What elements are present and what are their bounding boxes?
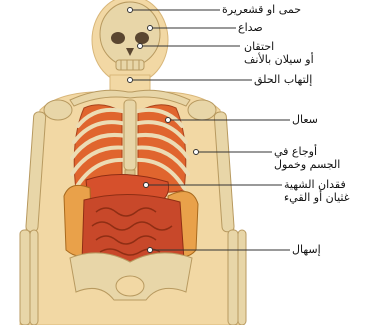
label-body-aches-line-1: أوجاع في [274,145,340,158]
label-cough-line: سعال [292,113,318,126]
label-diarrhea-line: إسهال [292,243,321,256]
label-appetite-nausea-line-2: غثيان أو القيء [284,191,350,204]
label-congestion-line-2: أو سيلان بالأنف [244,53,314,66]
label-fever-line: حمى او قشعريرة [222,3,301,16]
label-body-aches-line-2: الجسم وخمول [274,158,340,171]
label-headache: صداع [238,21,263,34]
label-sore-throat: إلتهاب الحلق [254,73,312,86]
label-cough: سعال [292,113,318,126]
label-fever: حمى او قشعريرة [222,3,301,16]
label-congestion-line-1: احتقان [244,40,314,53]
label-appetite-nausea: فقدان الشهية غثيان أو القيء [284,178,350,204]
label-headache-line: صداع [238,21,263,34]
label-body-aches: أوجاع في الجسم وخمول [274,145,340,171]
label-diarrhea: إسهال [292,243,321,256]
label-sore-throat-line: إلتهاب الحلق [254,73,312,86]
label-appetite-nausea-line-1: فقدان الشهية [284,178,350,191]
label-congestion: احتقان أو سيلان بالأنف [244,40,314,66]
sternum [124,100,136,170]
